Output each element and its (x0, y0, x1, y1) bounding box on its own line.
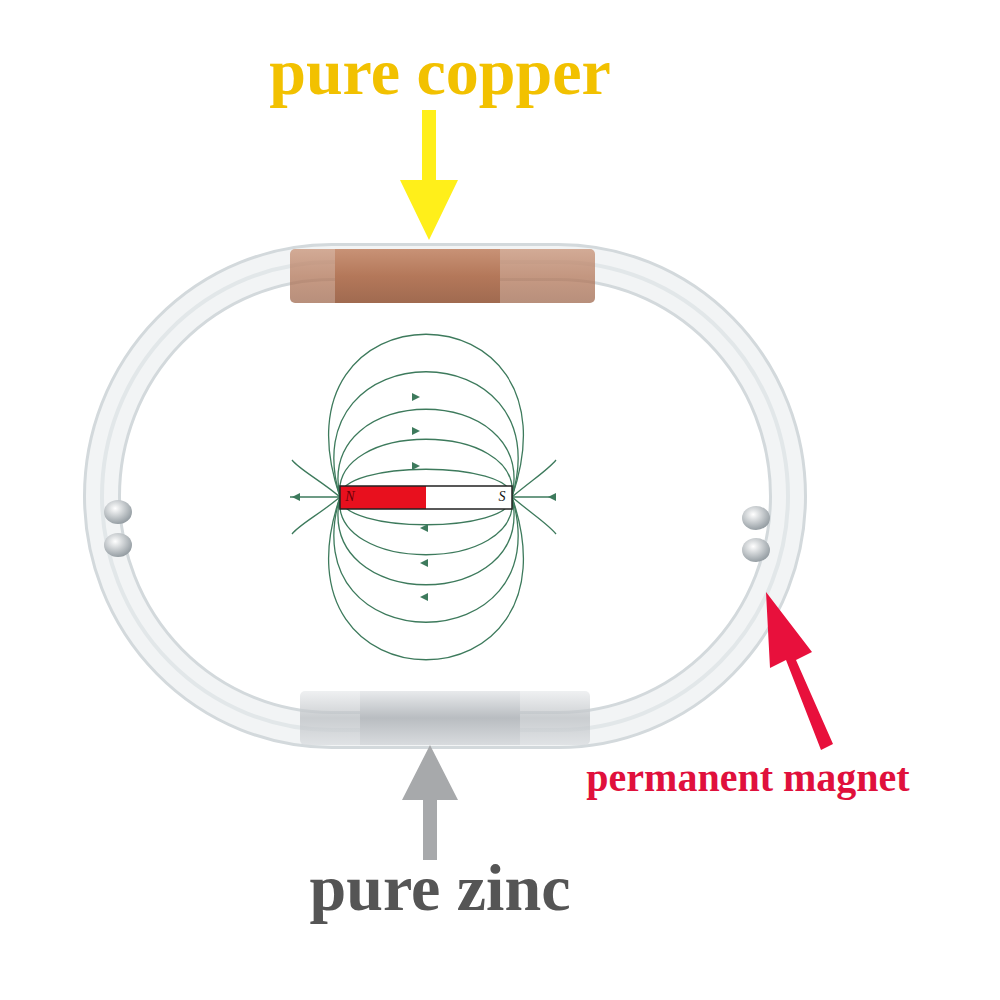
magnet-south (426, 486, 512, 509)
pole-label: N (345, 489, 354, 504)
pointer-arrow (766, 592, 833, 750)
pointer-arrow (400, 110, 458, 240)
magnet-bead (104, 500, 132, 524)
tube-core (102, 262, 788, 730)
field-lines (290, 334, 556, 660)
magnet-outline (340, 486, 512, 509)
copper-core (335, 249, 500, 303)
tube-body (102, 262, 788, 730)
part-label: pure copper (269, 36, 611, 109)
zinc-sleeve (300, 691, 590, 745)
copper-sleeve (290, 249, 595, 303)
zinc-core (360, 691, 520, 745)
magnet-bead (104, 533, 132, 557)
magnet-bead (742, 538, 770, 562)
magnet-bead (742, 506, 770, 530)
part-label: permanent magnet (586, 756, 909, 800)
magnet-north (340, 486, 426, 509)
field-arrows (292, 393, 556, 601)
pointer-arrow (402, 745, 458, 860)
pole-label: S (499, 489, 506, 504)
part-label: pure zinc (310, 852, 571, 925)
tube-outline (102, 262, 788, 730)
